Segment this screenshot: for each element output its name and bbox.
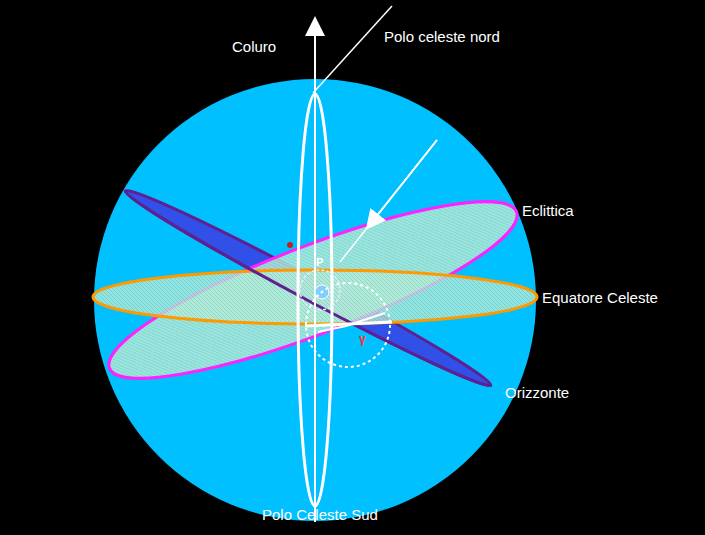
pole-label: Polo celeste nord bbox=[384, 28, 500, 45]
colure-label: Coluro bbox=[232, 38, 276, 55]
horizon-label: Orizzonte bbox=[505, 384, 569, 401]
point-letter: P bbox=[316, 256, 323, 269]
equator-label: Equatore Celeste bbox=[542, 289, 658, 306]
ecliptic-label: Eclittica bbox=[522, 202, 574, 219]
point-letter: γ bbox=[359, 333, 366, 347]
pole-label: Polo Celeste Sud bbox=[262, 506, 378, 523]
